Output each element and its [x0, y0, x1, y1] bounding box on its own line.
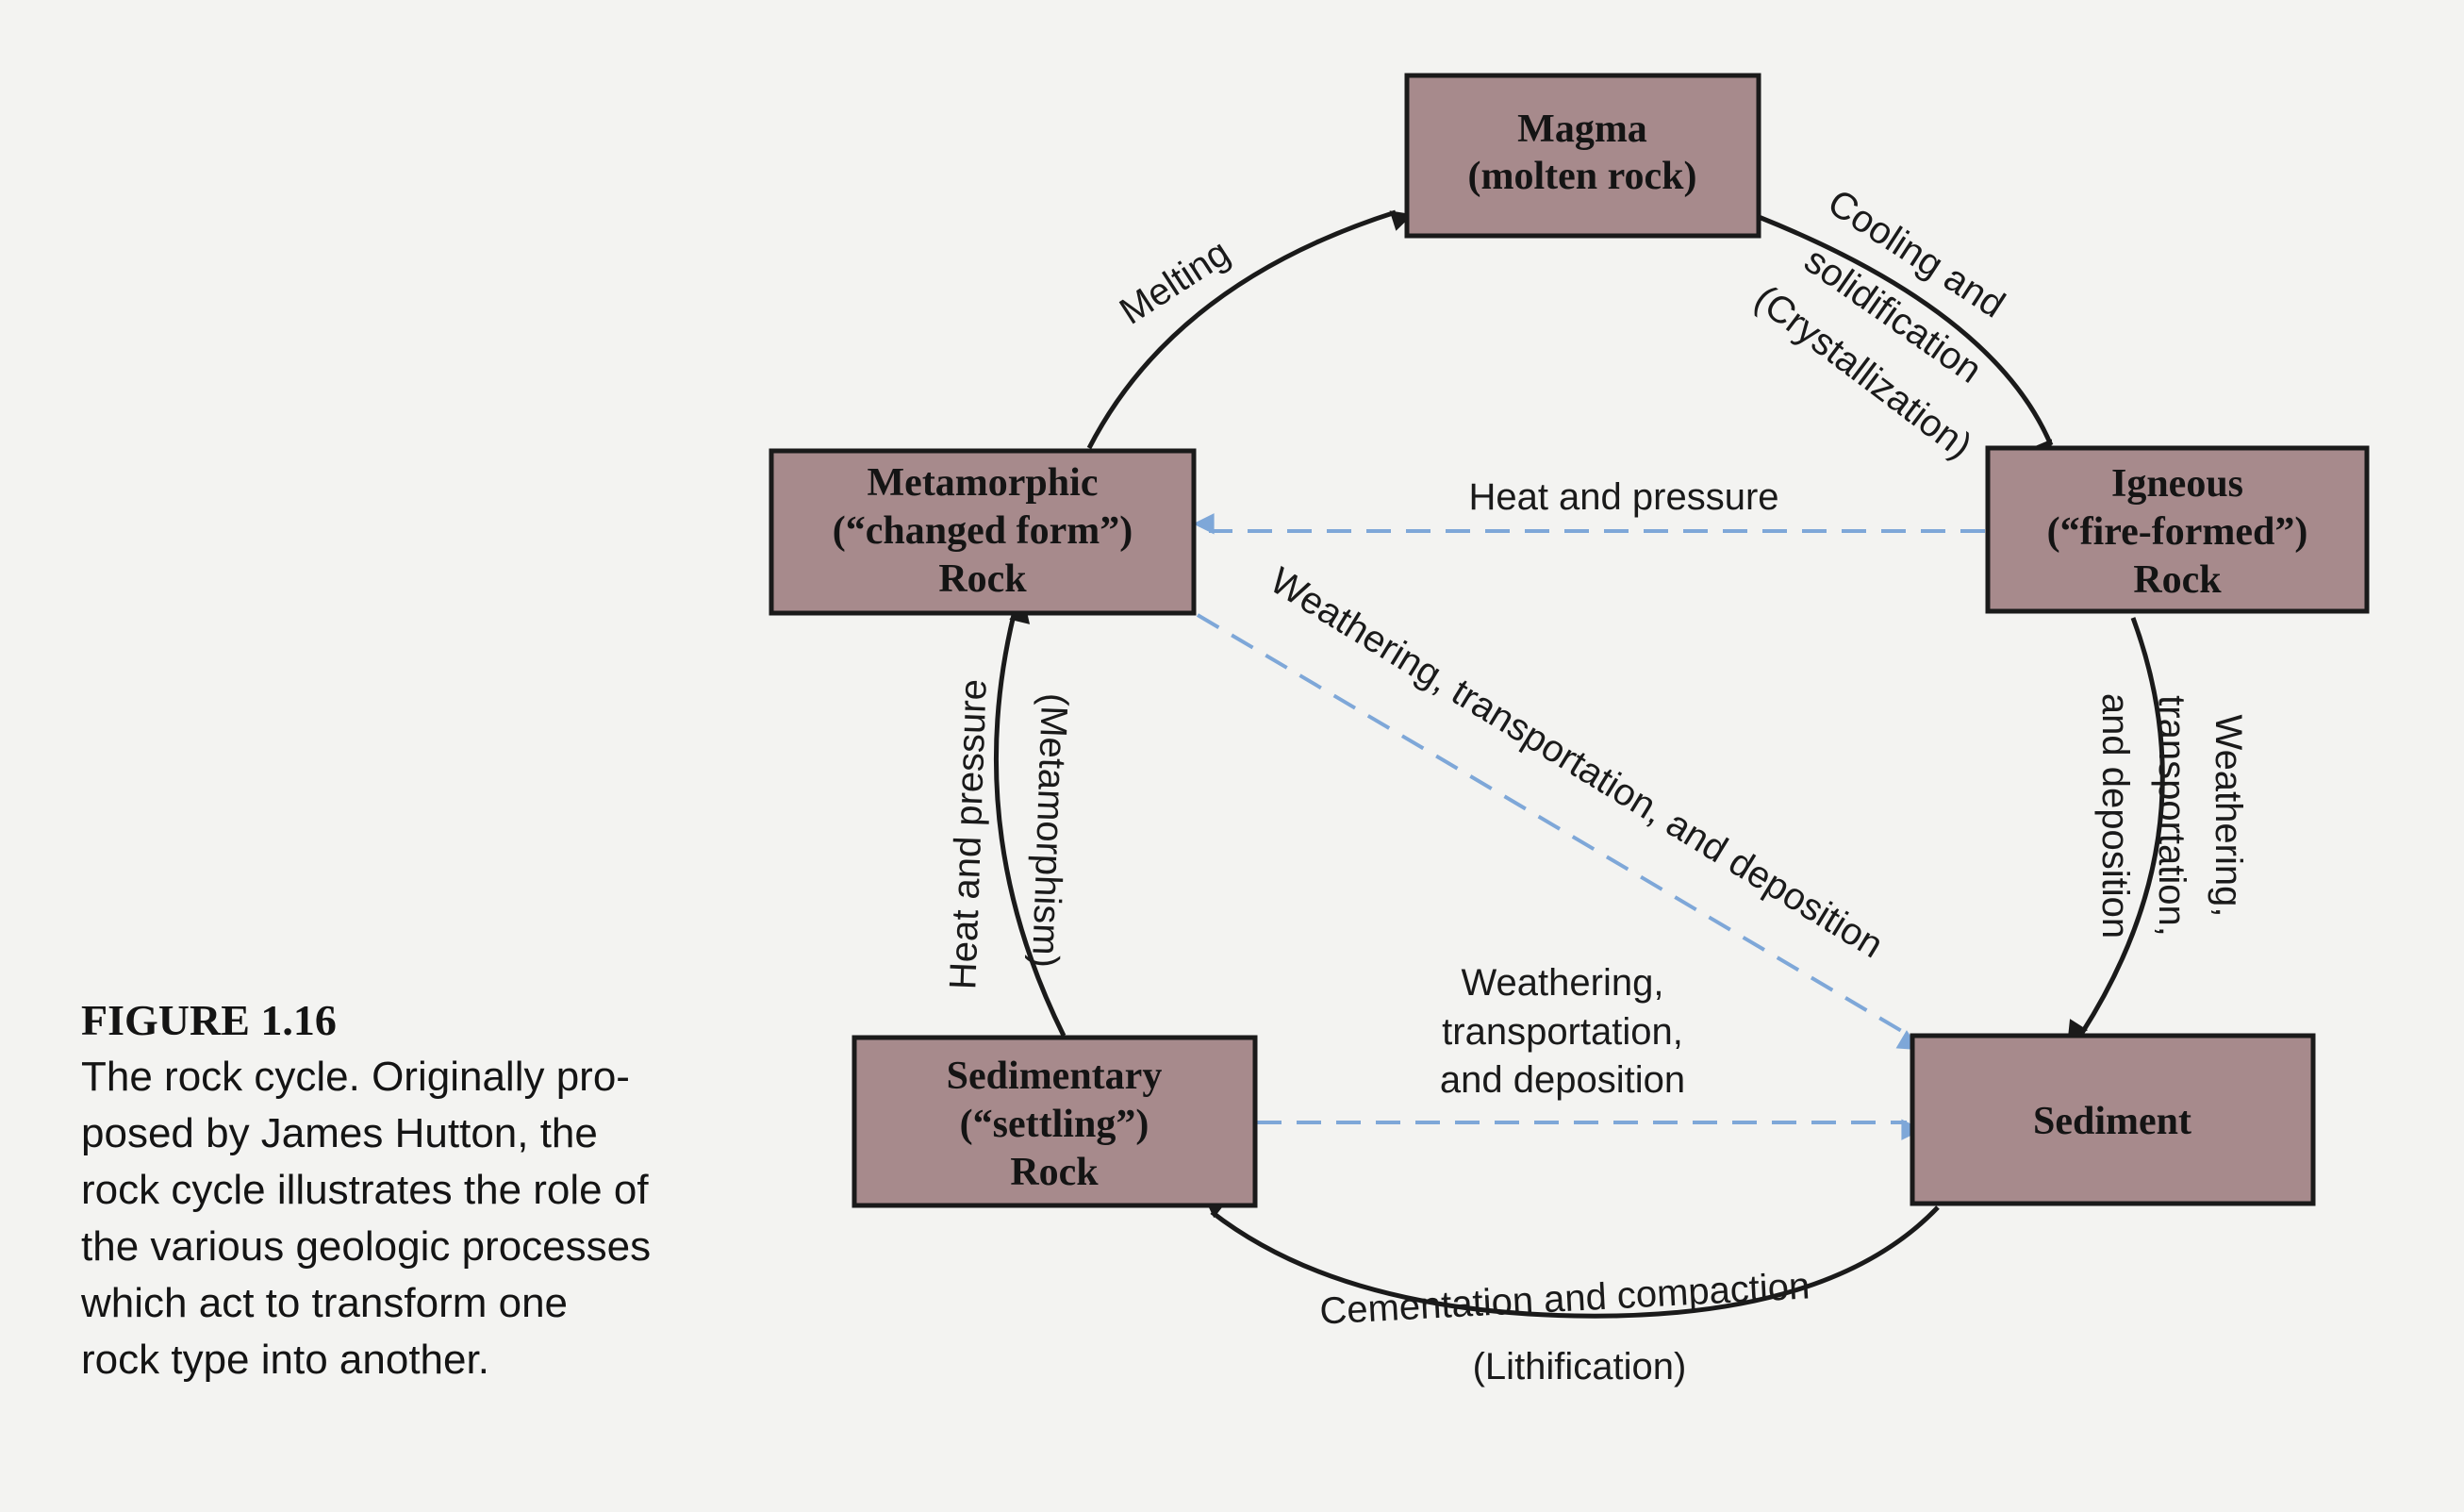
caption-line: the various geologic processes — [81, 1223, 652, 1270]
node-sedimentary-line1: Sedimentary — [947, 1055, 1163, 1098]
label-weathering-middle-line3: and deposition — [1440, 1059, 1685, 1101]
node-metamorphic-line3: Rock — [938, 557, 1027, 601]
label-lithification-line1: Cementation and compaction — [1318, 1265, 1811, 1332]
node-sediment-line1: Sediment — [2033, 1100, 2191, 1143]
label-melting: Melting — [1113, 232, 1237, 333]
label-weathering-right-line1: Weathering, — [2208, 715, 2249, 918]
node-sedimentary-line3: Rock — [1010, 1151, 1099, 1194]
caption-line: rock cycle illustrates the role of — [81, 1167, 649, 1213]
arrow-cooling — [1758, 214, 2054, 463]
arrow-weathering-right — [2067, 617, 2165, 1043]
node-igneous: Igneous (“fire-formed”) Rock — [1985, 445, 2370, 614]
node-metamorphic-line2: (“changed form”) — [833, 509, 1133, 553]
arrow-weathering-diagonal-dashed — [1196, 613, 1920, 1051]
label-lithification-line2: (Lithification) — [1473, 1346, 1687, 1387]
node-magma: Magma (molten rock) — [1404, 73, 1761, 239]
label-metamorphism-line1: Heat and pressure — [942, 678, 994, 989]
node-sedimentary: Sedimentary (“settling”) Rock — [852, 1035, 1258, 1208]
node-igneous-line2: (“fire-formed”) — [2047, 510, 2308, 554]
figure-number: FIGURE 1.16 — [81, 996, 337, 1044]
arrow-lithification — [1203, 1196, 1940, 1319]
label-metamorphism-line2: (Metamorphism) — [1024, 692, 1075, 969]
caption-line: The rock cycle. Originally pro- — [81, 1054, 630, 1100]
node-magma-line2: (molten rock) — [1468, 155, 1697, 198]
node-metamorphic-line1: Metamorphic — [868, 461, 1099, 505]
node-igneous-line1: Igneous — [2111, 462, 2243, 506]
caption-line: which act to transform one — [81, 1280, 569, 1326]
label-weathering-right-line2: transportation, — [2151, 695, 2192, 937]
label-weathering-diagonal: Weathering, transportation, and depositi… — [1263, 559, 1890, 966]
label-weathering-middle-line2: transportation, — [1442, 1011, 1683, 1053]
label-weathering-right-line3: and deposition — [2094, 693, 2136, 939]
caption-line: posed by James Hutton, the — [81, 1110, 598, 1156]
label-weathering-middle-line1: Weathering, — [1462, 962, 1664, 1004]
caption-line: rock type into another. — [81, 1337, 489, 1383]
arrow-metamorphism — [994, 601, 1067, 1038]
node-metamorphic: Metamorphic (“changed form”) Rock — [769, 448, 1197, 616]
node-sediment: Sediment — [1910, 1033, 2316, 1206]
label-heat-pressure: Heat and pressure — [1468, 476, 1778, 518]
arrow-melting — [1086, 209, 1414, 450]
node-igneous-line3: Rock — [2133, 558, 2222, 602]
node-sedimentary-line2: (“settling”) — [960, 1103, 1149, 1146]
node-magma-line1: Magma — [1517, 108, 1647, 151]
figure-caption: FIGURE 1.16 The rock cycle. Originally p… — [81, 992, 741, 1388]
caption-body: The rock cycle. Originally pro- posed by… — [81, 1049, 741, 1388]
